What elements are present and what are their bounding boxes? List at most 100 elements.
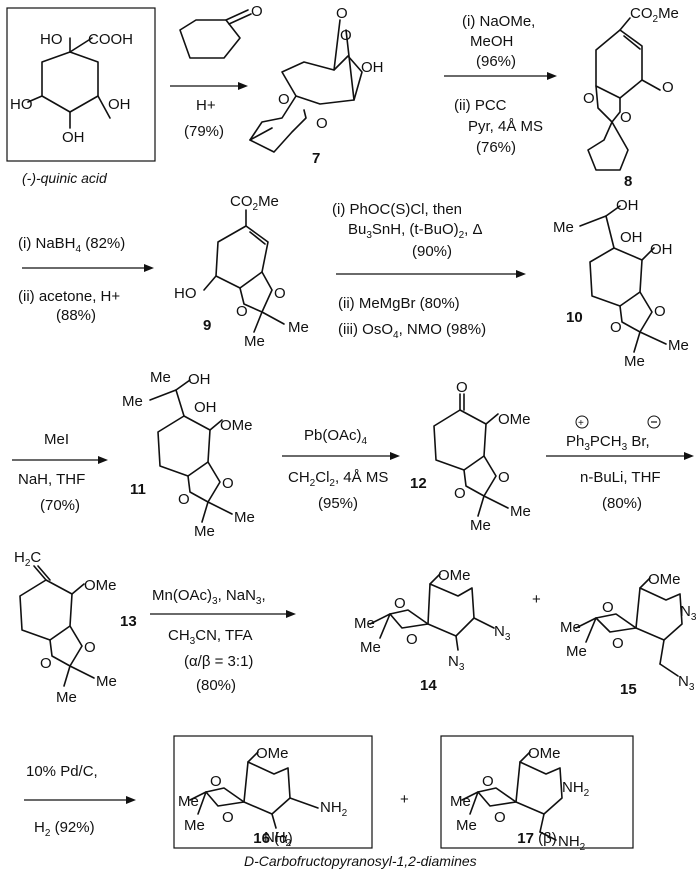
- compound-9-o-left: O: [236, 303, 248, 320]
- compound-7-o-top: O: [336, 5, 348, 22]
- compound-14-structure: [369, 573, 495, 651]
- compound-14-number: 14: [420, 677, 437, 694]
- compound-11-ome: OMe: [220, 417, 253, 434]
- compound-10-o-left: O: [610, 319, 622, 336]
- compound-11-number: 11: [130, 481, 146, 498]
- reagent-step3-c: (88%): [56, 307, 96, 324]
- phosphonium-plus: +: [578, 418, 584, 429]
- compound-8-co2me: CO2Me: [630, 5, 679, 25]
- reagent-step6-b: CH2Cl2, 4Å MS: [288, 469, 388, 489]
- arrow-step1-head: [238, 82, 248, 90]
- compound-8-o-right: O: [620, 109, 632, 126]
- compound-15-me-a: Me: [560, 619, 581, 636]
- compound-9-co2me: CO2Me: [230, 193, 279, 213]
- compound-10-o-right: O: [654, 303, 666, 320]
- compound-10-oh-top: OH: [616, 197, 639, 214]
- compound-7-oh: OH: [361, 59, 384, 76]
- compound-12-o-left: O: [454, 485, 466, 502]
- reagent-step2-b: MeOH: [470, 33, 513, 50]
- reagent-step5-c: (70%): [40, 497, 80, 514]
- cyclohexanone-structure: [179, 9, 252, 59]
- compound-14-o-top: O: [394, 595, 406, 612]
- compound-10-oh-mid: OH: [620, 229, 643, 246]
- compound-15-o-top: O: [602, 599, 614, 616]
- compound-8-ketone-o: O: [662, 79, 674, 96]
- bromide-charge: [647, 415, 661, 429]
- compound-13-h2c: H2C: [14, 549, 41, 569]
- compound-17-ome: OMe: [528, 745, 561, 762]
- reagent-step9-a: 10% Pd/C,: [26, 763, 98, 780]
- compound-8-structure: [587, 17, 661, 171]
- compound-12-number: 12: [410, 475, 427, 492]
- compound-7-structure: [249, 19, 363, 153]
- compound-12-ome: OMe: [498, 411, 531, 428]
- compound-15-structure: [575, 577, 683, 677]
- reagent-step1-b: (79%): [184, 123, 224, 140]
- plus-sign-row4: +: [532, 591, 541, 608]
- compound-17-box: [440, 735, 634, 849]
- compound-10-me-left: Me: [624, 353, 645, 370]
- compound-8-o-left: O: [583, 90, 595, 107]
- compound-14-me-b: Me: [360, 639, 381, 656]
- compound-16-nh2-ring: NH2: [264, 829, 292, 849]
- reagent-step2-f: (76%): [476, 139, 516, 156]
- compound-15-me-b: Me: [566, 643, 587, 660]
- reagent-step5-b: NaH, THF: [18, 471, 85, 488]
- compound-17-me-a: Me: [450, 793, 471, 810]
- reagent-step8-d: (80%): [196, 677, 236, 694]
- reagent-step1-a: H+: [196, 97, 216, 114]
- compound-16-o-top: O: [210, 773, 222, 790]
- compound-13-ome: OMe: [84, 577, 117, 594]
- reagent-step8-c: (α/β = 3:1): [184, 653, 253, 670]
- compound-9-o-right: O: [274, 285, 286, 302]
- arrow-step9-head: [126, 796, 136, 804]
- quinic-acid-box: [6, 7, 156, 162]
- compound-11-oh-top: OH: [188, 371, 211, 388]
- compound-15-n3-chain: N3: [678, 673, 695, 693]
- compound-9-structure: [203, 209, 285, 333]
- compound-16-me-a: Me: [178, 793, 199, 810]
- compound-16-structure: [189, 751, 319, 829]
- compound-11-o-right: O: [222, 475, 234, 492]
- compound-14-n3-chain: N3: [494, 623, 511, 643]
- compound-8-number: 8: [624, 173, 632, 190]
- arrow-step4-head: [516, 270, 526, 278]
- compound-17-nh2-ring: NH2: [562, 779, 590, 799]
- compound-16-o-bottom: O: [222, 809, 234, 826]
- reagent-step2-d: (ii) PCC: [454, 97, 507, 114]
- arrow-step7-head: [684, 452, 694, 460]
- compound-9-ho: HO: [174, 285, 197, 302]
- quinic-ho: HO: [40, 31, 63, 48]
- compound-12-o-right: O: [498, 469, 510, 486]
- compound-17-caption-beta: (β): [538, 830, 557, 847]
- compound-10-me-top: Me: [553, 219, 574, 236]
- arrow-step2-head: [547, 72, 557, 80]
- compound-16-caption-row: 16 (α): [174, 830, 372, 847]
- compound-13-me-right: Me: [96, 673, 117, 690]
- compound-13-me-left: Me: [56, 689, 77, 706]
- compound-14-ome: OMe: [438, 567, 471, 584]
- reagent-step4-d: (ii) MeMgBr (80%): [338, 295, 460, 312]
- arrow-step3-head: [144, 264, 154, 272]
- compound-13-number: 13: [120, 613, 137, 630]
- compound-10-number: 10: [566, 309, 583, 326]
- compound-7-o-right: O: [316, 115, 328, 132]
- compound-15-ome: OMe: [648, 571, 681, 588]
- compound-11-me-right: Me: [234, 509, 255, 526]
- compound-7-number: 7: [312, 150, 320, 167]
- compound-16-me-b: Me: [184, 817, 205, 834]
- reagent-step5-a: MeI: [44, 431, 69, 448]
- compound-13-o-left: O: [40, 655, 52, 672]
- compound-10-oh-right: OH: [650, 241, 673, 258]
- compound-17-me-b: Me: [456, 817, 477, 834]
- compound-17-nh2-chain: NH2: [558, 833, 586, 853]
- compound-10-me-right: Me: [668, 337, 689, 354]
- compound-14-n3-ring: N3: [448, 653, 465, 673]
- phosphonium-charge: [575, 415, 589, 429]
- compound-11-me-left: Me: [194, 523, 215, 540]
- reagent-step7-c: (80%): [602, 495, 642, 512]
- arrow-step8-head: [286, 610, 296, 618]
- compound-7-o-ring: O: [340, 27, 352, 44]
- compound-9-number: 9: [203, 317, 211, 334]
- compound-17-caption-number: 17: [517, 830, 534, 847]
